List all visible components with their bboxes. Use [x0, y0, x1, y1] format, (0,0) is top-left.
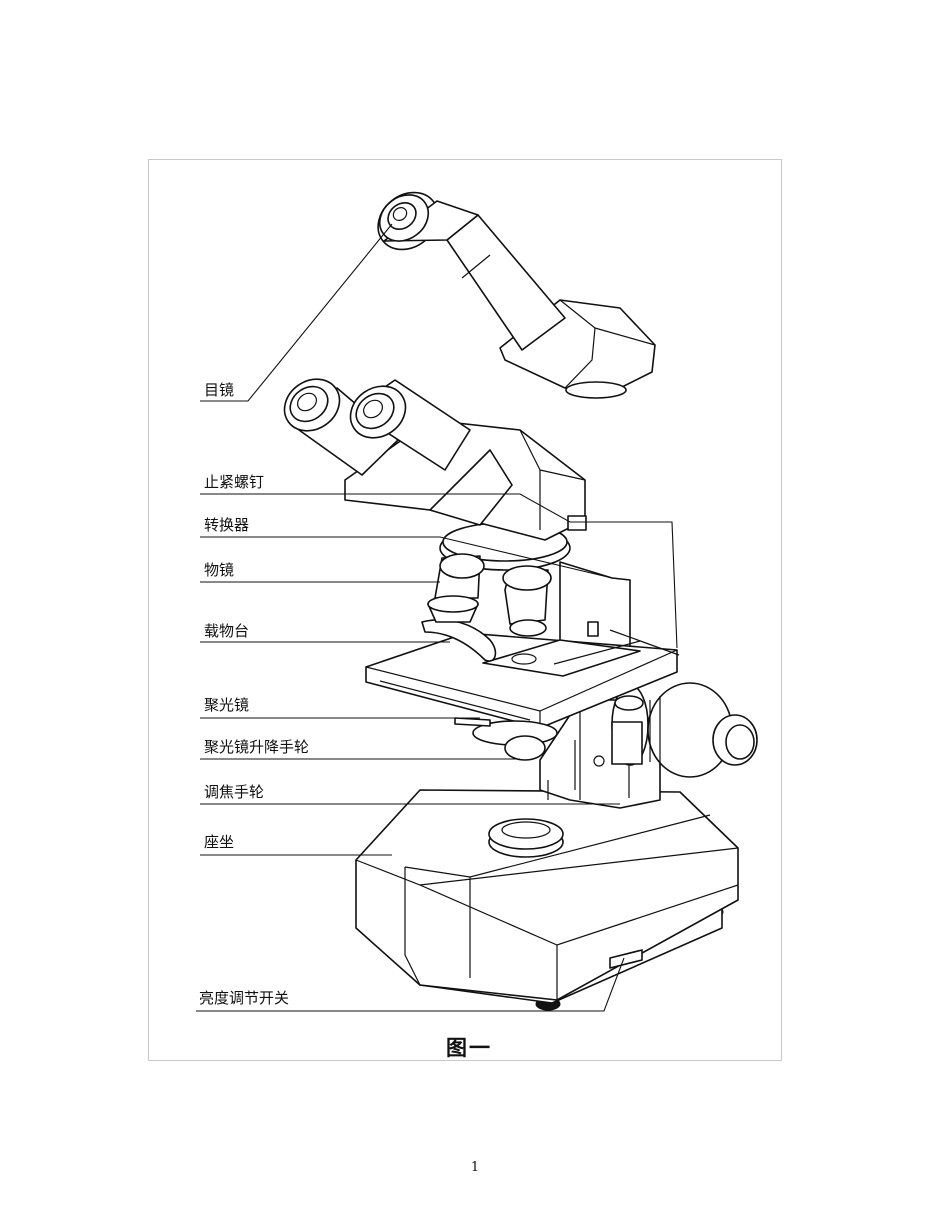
label-focus-knob: 调焦手轮 — [204, 783, 265, 801]
label-objective: 物镜 — [204, 561, 235, 579]
focus-knob-drawing — [611, 682, 758, 798]
label-condenser: 聚光镜 — [204, 696, 250, 714]
figure-frame — [148, 159, 782, 1061]
binocular-head-drawing — [283, 378, 587, 541]
leader-lines — [196, 223, 678, 1012]
label-condenser-knob: 聚光镜升降手轮 — [204, 738, 310, 756]
monocular-head-drawing — [377, 191, 656, 399]
stage-drawing — [365, 618, 680, 729]
label-nosepiece: 转换器 — [204, 516, 250, 534]
label-base: 座坐 — [204, 833, 235, 851]
base-drawing — [355, 789, 739, 1011]
condenser-drawing — [454, 717, 558, 761]
page-number: 1 — [470, 1160, 480, 1175]
label-stage: 载物台 — [204, 622, 250, 640]
label-eyepiece: 目镜 — [204, 381, 235, 399]
nosepiece-drawing — [427, 522, 571, 637]
figure-caption: 图一 — [446, 1036, 492, 1060]
label-brightness-switch: 亮度调节开关 — [199, 989, 290, 1007]
label-locking-screw: 止紧螺钉 — [204, 473, 265, 491]
